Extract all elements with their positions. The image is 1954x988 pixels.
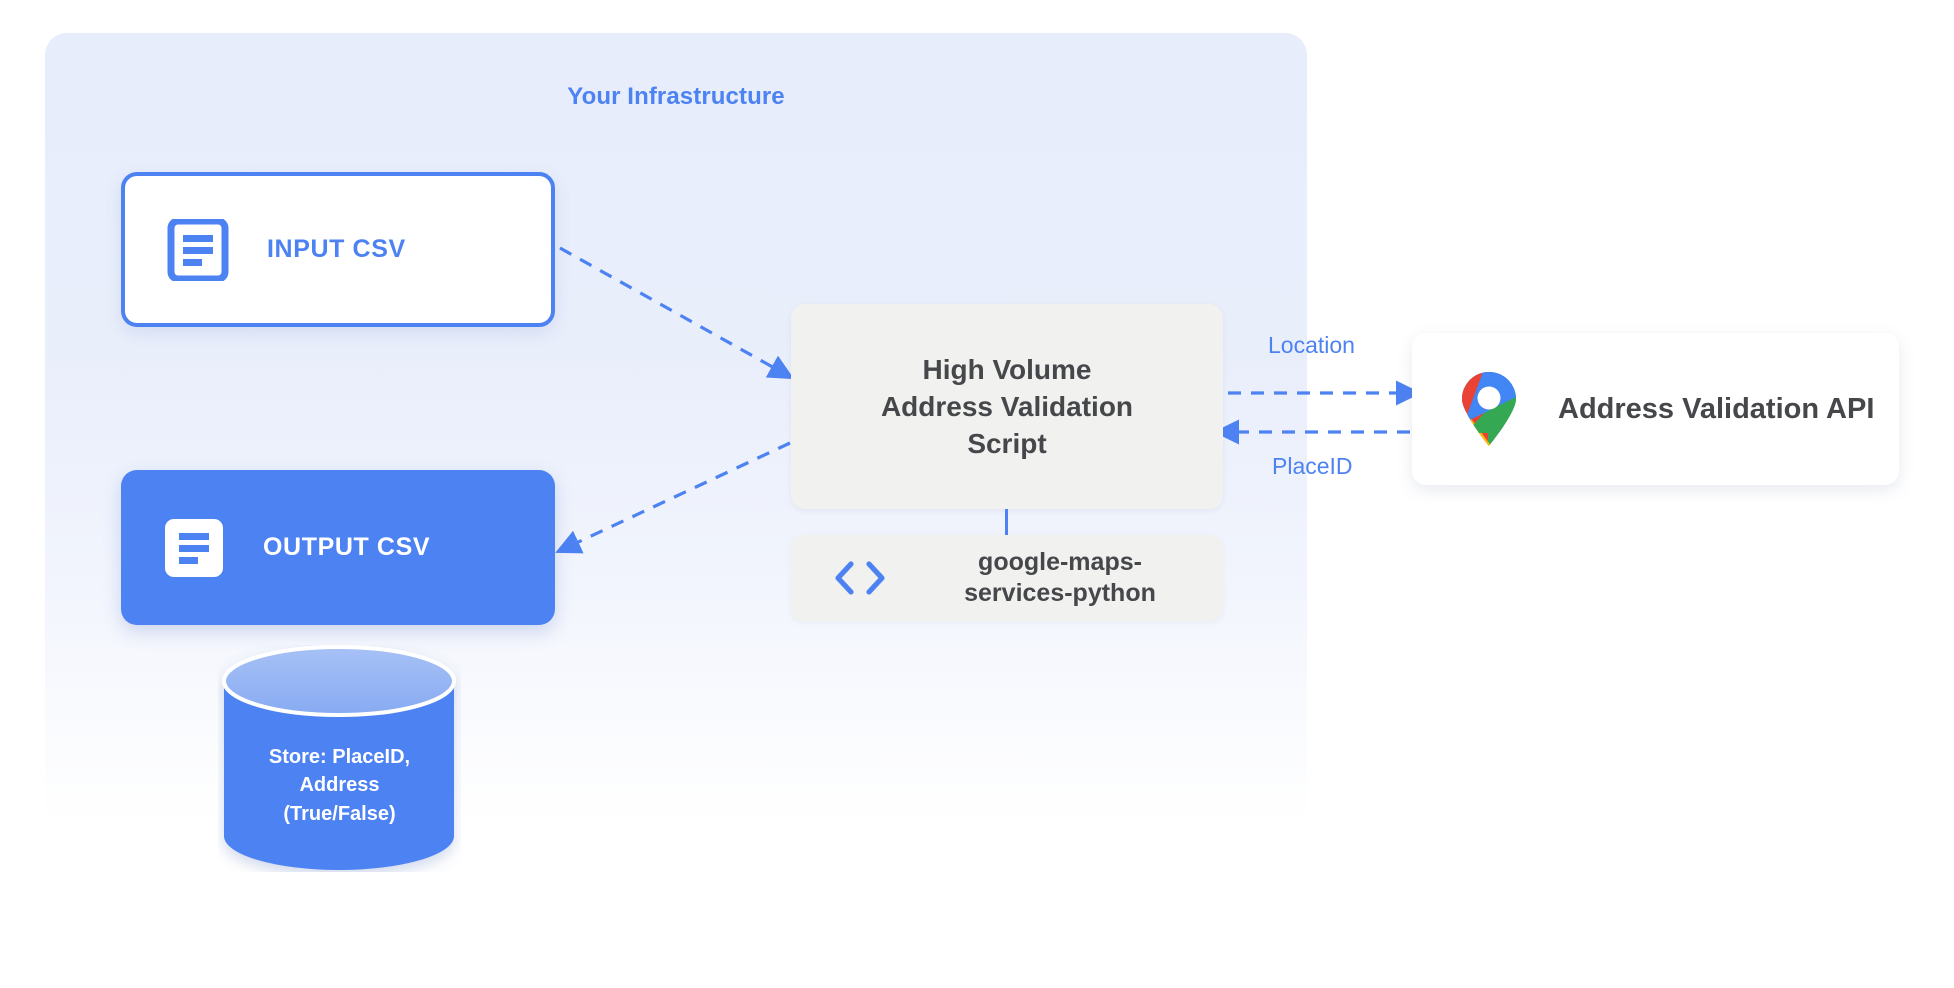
document-icon: [165, 518, 223, 577]
database-cylinder-icon: [222, 645, 456, 870]
api-label: Address Validation API: [1558, 392, 1875, 425]
library-label-wrap: google-maps- services-python: [925, 547, 1223, 609]
page-title: Your Infrastructure: [567, 83, 785, 110]
output-csv-node[interactable]: OUTPUT CSV: [121, 470, 555, 625]
document-icon: [167, 218, 229, 281]
script-line-1: High Volume: [922, 353, 1092, 385]
database-node[interactable]: Store: PlaceID, Address (True/False): [218, 645, 461, 872]
library-line-2: services-python: [964, 579, 1156, 607]
code-brackets-icon: [835, 561, 885, 595]
input-csv-node[interactable]: INPUT CSV: [121, 172, 555, 327]
library-line-1: google-maps-: [978, 548, 1142, 576]
script-line-2: Address Validation: [880, 390, 1134, 422]
script-line-3: Script: [967, 428, 1047, 460]
library-node[interactable]: google-maps- services-python: [791, 535, 1223, 621]
edge-label-location: Location: [1268, 332, 1355, 358]
address-validation-api-node[interactable]: Address Validation API: [1412, 333, 1899, 485]
input-csv-label: INPUT CSV: [267, 235, 406, 263]
edge-script-to-library: [1005, 509, 1008, 536]
google-maps-pin-icon: [1461, 371, 1517, 447]
output-csv-label: OUTPUT CSV: [263, 533, 431, 561]
validation-script-node[interactable]: High Volume Address Validation Script: [791, 304, 1223, 509]
edge-label-placeid: PlaceID: [1272, 453, 1353, 479]
